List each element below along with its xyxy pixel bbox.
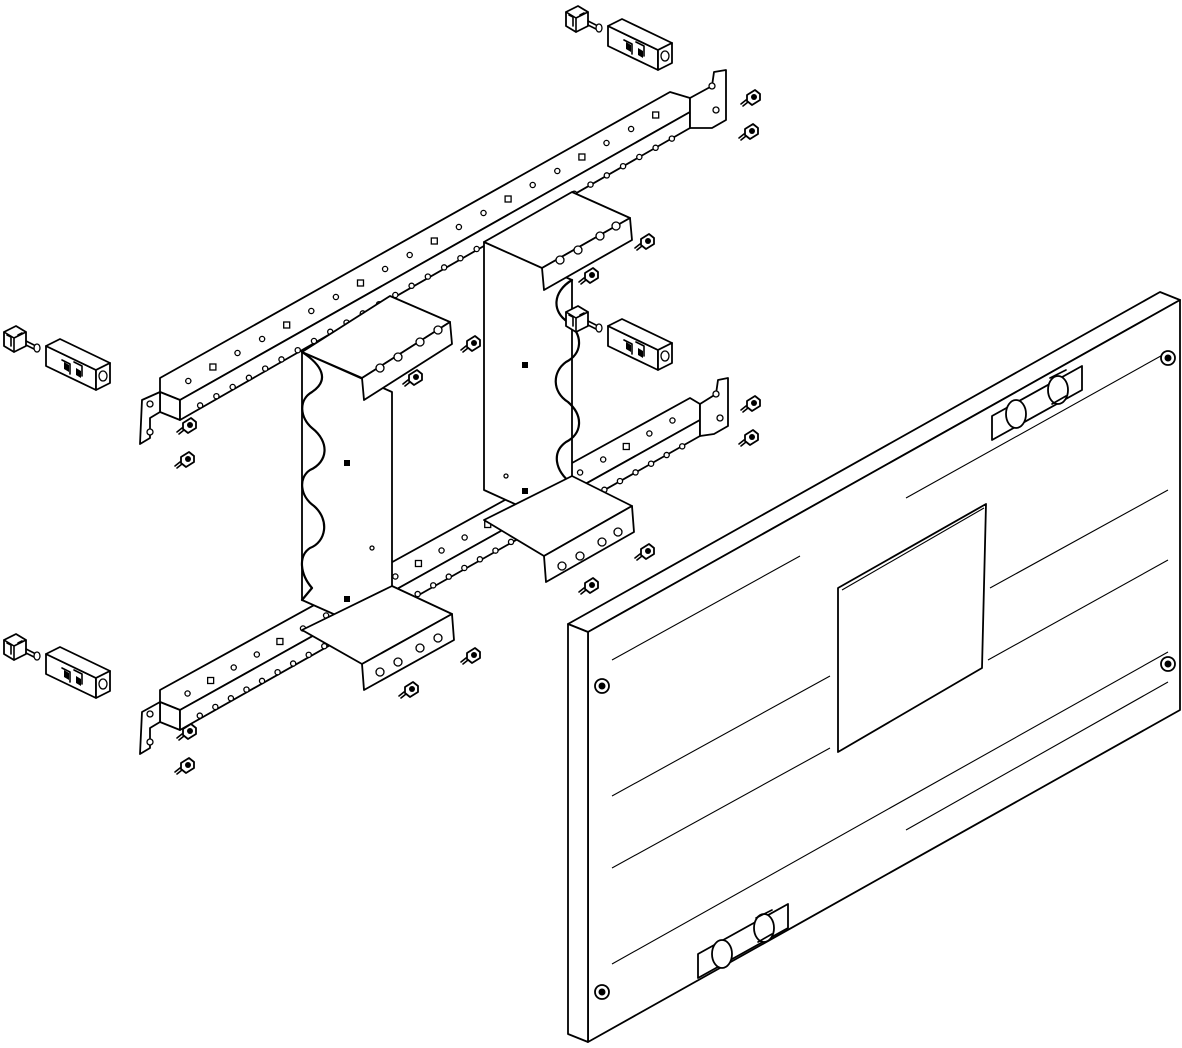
- rail-round-hole: [669, 417, 676, 424]
- rail-round-hole: [261, 365, 269, 372]
- rail-round-hole: [457, 254, 464, 262]
- rail-round-hole: [213, 392, 220, 400]
- rail-square-hole: [414, 559, 423, 568]
- rail-round-hole: [668, 135, 676, 142]
- rail-round-hole: [308, 307, 315, 315]
- rail-round-hole: [245, 374, 253, 382]
- rail-round-hole: [663, 451, 670, 459]
- rail-square-hole: [356, 279, 365, 287]
- rail-round-hole: [332, 293, 340, 301]
- rail-round-hole: [652, 144, 659, 152]
- rail-round-hole: [274, 668, 281, 676]
- rail-round-hole: [455, 223, 463, 231]
- rail-clamp-left-lower: [3, 633, 111, 699]
- rail-round-hole: [647, 460, 655, 467]
- rail-clamp-middle: [565, 305, 673, 371]
- rail-round-hole: [229, 383, 236, 391]
- rail-round-hole: [253, 651, 261, 658]
- rail-round-hole: [603, 139, 610, 147]
- rail-round-hole: [406, 251, 413, 259]
- rail-round-hole: [196, 402, 204, 409]
- rail-round-hole: [599, 456, 607, 463]
- rail-round-hole: [243, 686, 250, 693]
- rail-round-hole: [424, 273, 432, 280]
- rail-round-hole: [440, 264, 448, 271]
- cover-panel: [567, 291, 1181, 1043]
- rail-square-hole: [504, 195, 512, 203]
- right-u-bracket: [483, 191, 635, 583]
- rail-round-hole: [438, 547, 445, 554]
- rail-round-hole: [392, 573, 399, 580]
- rail-round-hole: [294, 346, 301, 354]
- rail-round-hole: [234, 349, 241, 357]
- rail-round-hole: [678, 443, 686, 450]
- rail-round-hole: [507, 538, 515, 546]
- upper-mounting-rail: [139, 69, 727, 445]
- rail-clamp-left-upper: [3, 325, 111, 391]
- rail-square-hole: [622, 442, 630, 451]
- rail-round-hole: [185, 377, 192, 385]
- rail-round-hole: [603, 172, 611, 179]
- rail-round-hole: [461, 564, 468, 572]
- rail-round-hole: [381, 265, 389, 273]
- rail-square-hole: [652, 111, 660, 119]
- rail-round-hole: [230, 664, 237, 671]
- rail-round-hole: [476, 556, 484, 563]
- rail-round-hole: [619, 162, 627, 170]
- rail-round-hole: [414, 590, 421, 598]
- rail-square-hole: [209, 363, 217, 371]
- rail-square-hole: [283, 321, 291, 329]
- rail-round-hole: [473, 245, 480, 253]
- rail-round-hole: [632, 469, 639, 476]
- rail-round-hole: [445, 573, 453, 580]
- rail-round-hole: [408, 282, 415, 290]
- rail-square-hole: [578, 153, 586, 161]
- rail-round-hole: [554, 167, 561, 175]
- rail-round-hole: [258, 677, 266, 685]
- rail-round-hole: [480, 209, 487, 217]
- rail-square-hole: [276, 637, 284, 646]
- rail-round-hole: [636, 153, 643, 161]
- rail-square-hole: [206, 676, 215, 685]
- rail-round-hole: [305, 651, 312, 659]
- rail-round-hole: [646, 430, 653, 437]
- rail-round-hole: [258, 335, 266, 343]
- rail-round-hole: [627, 125, 635, 133]
- rail-round-hole: [289, 660, 297, 667]
- rail-round-hole: [461, 534, 468, 541]
- rail-round-hole: [492, 547, 499, 554]
- rail-round-hole: [212, 703, 219, 711]
- rail-round-hole: [227, 695, 235, 702]
- rail-round-hole: [184, 690, 191, 697]
- rail-round-hole: [429, 582, 437, 589]
- rail-square-hole: [430, 237, 438, 245]
- rail-round-hole: [587, 181, 594, 188]
- rail-round-hole: [196, 712, 204, 719]
- left-u-bracket: [300, 295, 455, 691]
- rail-round-hole: [616, 477, 624, 485]
- rail-round-hole: [576, 469, 584, 476]
- rail-round-hole: [278, 356, 285, 363]
- rail-round-hole: [529, 181, 536, 189]
- rail-clamp-top: [565, 5, 673, 71]
